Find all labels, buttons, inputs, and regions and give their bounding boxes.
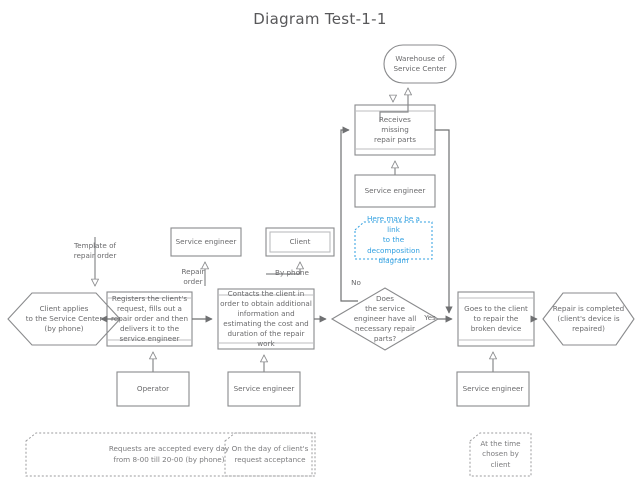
- edge-label-no: No: [351, 278, 361, 288]
- edge-label-yes: Yes: [424, 313, 436, 323]
- edge-receives-to-yes-path: [435, 129, 453, 314]
- shape-note-chosen: [469, 432, 532, 477]
- node-service-engineer-right: Service engineer: [462, 383, 524, 393]
- shape-warehouse: [383, 44, 457, 84]
- node-operator: Operator: [136, 383, 170, 393]
- edge-warehouse-to-receives: [379, 88, 408, 122]
- node-client: Client: [289, 236, 311, 246]
- shape-client-outer: [265, 227, 335, 257]
- shape-service-engineer-mid: [170, 227, 242, 257]
- shape-end: [542, 292, 635, 346]
- edge-label-by-phone: By phone: [275, 268, 309, 278]
- node-service-engineer-low: Service engineer: [233, 383, 295, 393]
- node-service-engineer-mid: Service engineer: [175, 236, 237, 246]
- diagram-title: Diagram Test-1-1: [253, 10, 387, 28]
- edge-by-phone: [266, 262, 300, 275]
- node-service-engineer-top: Service engineer: [364, 185, 426, 195]
- edge-no-to-receives: [340, 126, 358, 302]
